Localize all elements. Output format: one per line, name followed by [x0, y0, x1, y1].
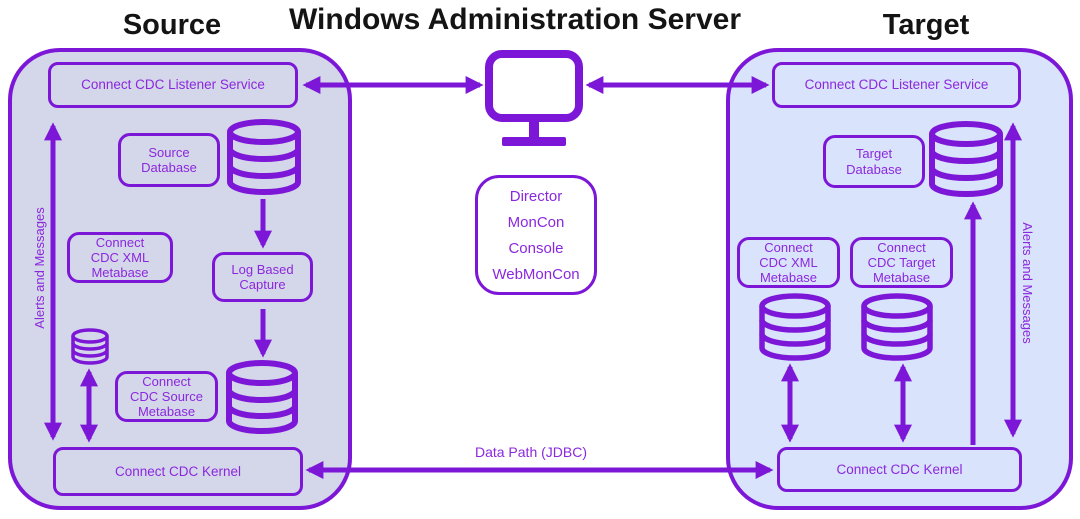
monitor-icon — [485, 50, 583, 146]
source-metabase-database-icon — [226, 360, 298, 434]
target-xml-metabase-box: Connect CDC XML Metabase — [737, 237, 840, 288]
source-database-icon — [227, 119, 301, 195]
admin-tools-box: Director MonCon Console WebMonCon — [475, 175, 597, 295]
source-listener-box: Connect CDC Listener Service — [48, 62, 298, 108]
data-path-label: Data Path (JDBC) — [474, 444, 588, 460]
tool-webmoncon: WebMonCon — [492, 265, 580, 283]
target-metabase-box: Connect CDC Target Metabase — [850, 237, 953, 288]
source-kernel-box: Connect CDC Kernel — [53, 447, 303, 496]
target-section-title: Target — [882, 9, 970, 41]
target-alerts-label: Alerts and Messages — [1020, 222, 1035, 344]
target-kernel-box: Connect CDC Kernel — [777, 447, 1022, 492]
tool-moncon: MonCon — [507, 213, 565, 231]
source-xml-metabase-box: Connect CDC XML Metabase — [67, 232, 173, 283]
source-database-box: Source Database — [118, 133, 220, 187]
source-small-database-icon — [71, 328, 109, 365]
target-listener-box: Connect CDC Listener Service — [772, 62, 1021, 108]
target-xml-database-icon — [759, 293, 831, 361]
source-section-title: Source — [122, 9, 222, 41]
source-alerts-label: Alerts and Messages — [32, 207, 47, 329]
target-metabase-database-icon — [861, 293, 933, 361]
tool-director: Director — [509, 187, 563, 205]
admin-server-title: Windows Administration Server — [288, 3, 742, 36]
target-database-icon — [929, 121, 1003, 197]
log-based-capture-box: Log Based Capture — [212, 252, 313, 302]
target-database-box: Target Database — [823, 135, 925, 188]
source-metabase-box: Connect CDC Source Metabase — [115, 371, 218, 422]
tool-console: Console — [508, 239, 564, 257]
